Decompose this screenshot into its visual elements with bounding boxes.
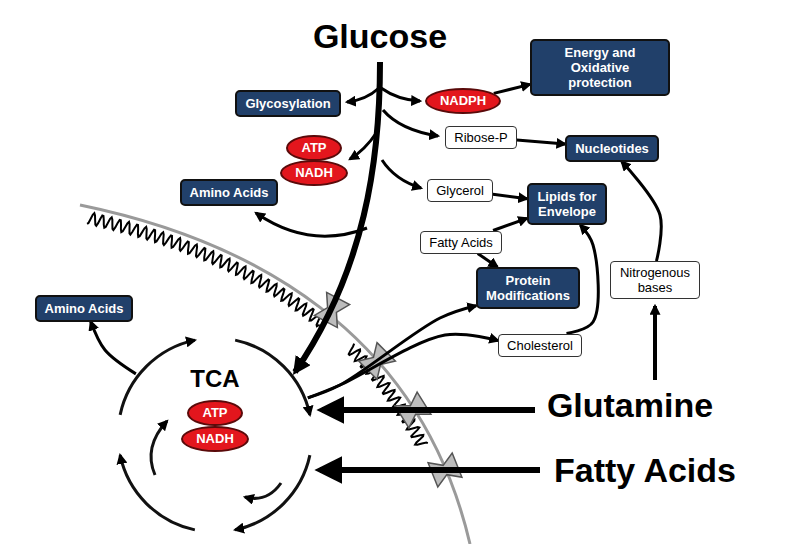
cofactor-ellipse: NADPH bbox=[425, 88, 501, 114]
fatty-acid-arrow bbox=[320, 467, 540, 473]
pathway-arrow bbox=[493, 194, 527, 198]
node-text: NADH bbox=[295, 165, 333, 181]
node-text: Ribose-P bbox=[454, 130, 507, 145]
cofactor-ellipse: ATP bbox=[187, 400, 242, 426]
pathway-arrow bbox=[493, 218, 527, 230]
node-text: ATP bbox=[301, 140, 326, 156]
node-text: NADH bbox=[196, 431, 234, 447]
product-box: Lipids for Envelope bbox=[527, 183, 607, 225]
node-text: Energy and Oxidative protection bbox=[540, 45, 660, 90]
pathway-arrow bbox=[308, 334, 498, 398]
metabolite-box: Cholesterol bbox=[498, 334, 582, 357]
metabolite-box: Fatty Acids bbox=[420, 231, 502, 254]
product-box: Glycosylation bbox=[235, 90, 340, 117]
pathway-arrow bbox=[622, 162, 662, 262]
glucose-branch bbox=[382, 160, 421, 188]
cycle-arrow bbox=[245, 483, 281, 498]
node-text: NADPH bbox=[440, 93, 486, 109]
node-text: Lipids for Envelope bbox=[537, 189, 597, 219]
node-text: Amino Acids bbox=[190, 185, 269, 200]
glutamine-arrow bbox=[322, 407, 535, 413]
transporters bbox=[314, 292, 462, 487]
source-label: Glutamine bbox=[547, 386, 713, 424]
cycle-arrow bbox=[235, 340, 310, 415]
cofactor-ellipse: NADH bbox=[280, 160, 348, 186]
glucose-branch bbox=[347, 88, 379, 102]
cycle-arrow bbox=[151, 421, 167, 475]
glucose-branch bbox=[256, 213, 367, 236]
cofactor-ellipse: ATP bbox=[286, 135, 341, 161]
node-text: Fatty Acids bbox=[429, 235, 493, 250]
cycle-arrow bbox=[235, 455, 310, 530]
pathway-arrow bbox=[91, 322, 136, 374]
glucose-branch bbox=[381, 88, 420, 101]
glutamine-arrow bbox=[653, 306, 657, 380]
node-text: Cholesterol bbox=[507, 338, 573, 353]
node-text: Protein Modifications bbox=[486, 273, 570, 303]
source-label: Glucose bbox=[313, 17, 447, 55]
node-text: Glycosylation bbox=[245, 96, 330, 111]
pathway-arrow bbox=[308, 306, 476, 398]
glucose-branch bbox=[383, 110, 438, 136]
product-box: Nucleotides bbox=[565, 135, 659, 162]
node-text: ATP bbox=[202, 405, 227, 421]
product-box: Energy and Oxidative protection bbox=[530, 39, 670, 96]
metabolite-box: Ribose-P bbox=[445, 126, 516, 149]
node-text: Nucleotides bbox=[575, 141, 649, 156]
pathway-arrow bbox=[494, 84, 530, 93]
node-text: Glycerol bbox=[436, 183, 484, 198]
cofactor-ellipse: NADH bbox=[181, 426, 249, 452]
outer-membrane bbox=[80, 205, 470, 544]
cycle-arrow bbox=[120, 455, 195, 530]
source-label: Fatty Acids bbox=[554, 451, 736, 489]
glucose-branch bbox=[350, 132, 377, 159]
cycle-arrow bbox=[120, 340, 195, 415]
tca-cycle: TCA ATP NADH bbox=[115, 335, 315, 535]
node-text: Amino Acids bbox=[45, 301, 124, 316]
metabolite-box: Nitrogenous bases bbox=[610, 261, 700, 299]
pathway-arrow bbox=[478, 254, 498, 268]
metabolite-box: Glycerol bbox=[427, 179, 493, 202]
product-box: Amino Acids bbox=[35, 295, 134, 322]
pathway-arrow bbox=[517, 140, 565, 144]
product-box: Protein Modifications bbox=[476, 267, 580, 309]
product-box: Amino Acids bbox=[180, 179, 279, 206]
node-text: TCA bbox=[115, 365, 315, 393]
node-text: Nitrogenous bases bbox=[619, 265, 691, 295]
